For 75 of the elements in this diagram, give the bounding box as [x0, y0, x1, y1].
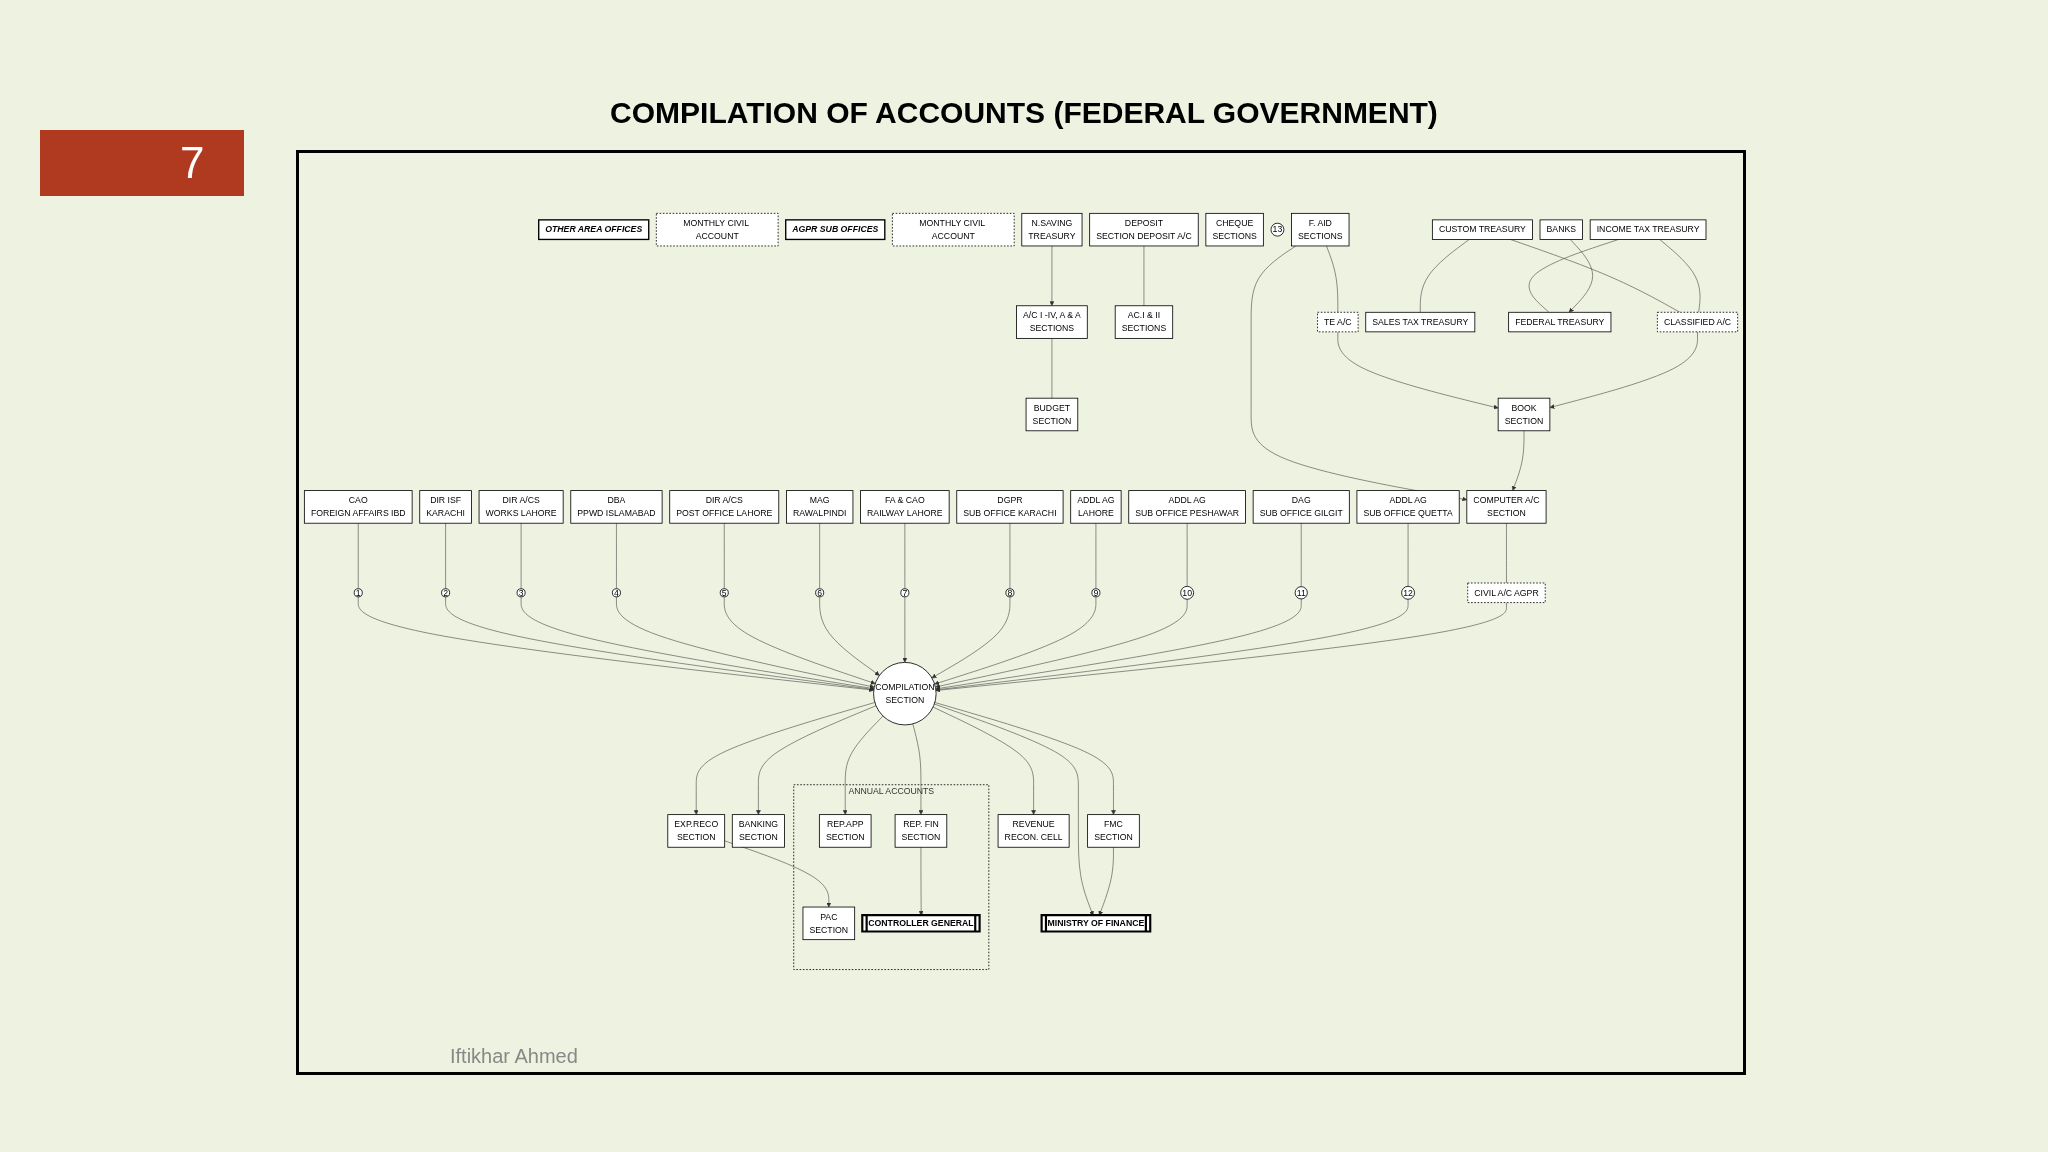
node-circle: 1	[353, 587, 363, 597]
node-box: SALES TAX TREASURY	[1365, 311, 1476, 332]
connector	[1506, 522, 1507, 583]
node-box: CIVIL A/C AGPR	[1467, 582, 1546, 603]
node-circle: 7	[900, 587, 910, 597]
node-box: AGPR SUB OFFICES	[785, 218, 886, 240]
slide-number: 7	[40, 130, 245, 196]
node-box: DIR A/CS POST OFFICE LAHORE	[669, 489, 780, 524]
node-box: DBA PPWD ISLAMABAD	[570, 489, 663, 524]
node-box: REP. FIN SECTION	[894, 813, 948, 848]
node-circle: 10	[1180, 585, 1194, 600]
author-name: Iftikhar Ahmed	[450, 1045, 578, 1068]
node-box: FEDERAL TREASURY	[1508, 311, 1612, 332]
node-box: FA & CAO RAILWAY LAHORE	[860, 489, 950, 524]
connector	[445, 522, 446, 589]
node-box: MONTHLY CIVIL ACCOUNT	[892, 212, 1015, 246]
node-circle: 3	[516, 587, 526, 597]
connector	[616, 522, 617, 589]
node-box: REP.APP SECTION	[818, 813, 872, 848]
connector	[1659, 238, 1701, 313]
node-box: OTHER AREA OFFICES	[538, 218, 650, 240]
node-circle: 5	[719, 587, 729, 597]
node-circle: 11	[1294, 585, 1308, 599]
node-box: N.SAVING TREASURY	[1021, 212, 1083, 246]
node-box: BANKS	[1539, 219, 1583, 240]
connector	[1326, 245, 1339, 313]
node-box: PAC SECTION	[802, 906, 856, 940]
node-circle: COMPILATION SECTION	[873, 661, 937, 725]
connector	[520, 522, 522, 589]
node-box: EXP.RECO SECTION	[667, 813, 726, 848]
connector	[1143, 245, 1145, 306]
node-box: INCOME TAX TREASURY	[1589, 219, 1707, 240]
connector	[1186, 522, 1188, 587]
node-circle: 4	[612, 587, 621, 597]
node-circle: 12	[1401, 585, 1415, 600]
node-box: FMC SECTION	[1087, 813, 1140, 848]
node-box: DIR A/CS WORKS LAHORE	[478, 489, 564, 524]
node-box: BANKING SECTION	[731, 813, 785, 848]
node-box: REVENUE RECON. CELL	[997, 813, 1070, 848]
node-box: CAO FOREIGN AFFAIRS IBD	[303, 489, 413, 524]
connector	[1009, 522, 1011, 589]
connector	[1095, 522, 1097, 589]
node-box: COMPUTER A/C SECTION	[1466, 489, 1547, 524]
node-circle: 8	[1005, 587, 1015, 597]
connector	[904, 522, 906, 589]
node-box: F. AID SECTIONS	[1291, 212, 1350, 246]
connector	[1300, 522, 1302, 587]
connector	[819, 522, 820, 589]
diagram-title: COMPILATION OF ACCOUNTS (FEDERAL GOVERNMENT)	[609, 96, 1439, 130]
node-box: A/C I -IV, A & A SECTIONS	[1016, 304, 1088, 339]
node-box: CLASSIFIED A/C	[1657, 311, 1739, 332]
node-box: MAG RAWALPINDI	[786, 489, 854, 524]
connector	[1407, 522, 1409, 587]
connector	[1420, 238, 1470, 313]
node-box: ADDL AG SUB OFFICE PESHAWAR	[1128, 489, 1246, 524]
node-circle: 6	[815, 587, 825, 597]
node-box: BOOK SECTION	[1497, 397, 1551, 431]
node-box: ADDL AG LAHORE	[1070, 489, 1122, 524]
connector	[1051, 337, 1053, 398]
node-box: DGPR SUB OFFICE KARACHI	[956, 489, 1064, 524]
node-circle: 13	[1270, 222, 1285, 237]
node-box: CHEQUE SECTIONS	[1205, 212, 1264, 246]
node-circle: 2	[441, 587, 451, 597]
node-box: DEPOSIT SECTION DEPOSIT A/C	[1089, 212, 1199, 246]
connector	[358, 522, 359, 589]
node-box: CUSTOM TREASURY	[1431, 219, 1533, 240]
node-box: DAG SUB OFFICE GILGIT	[1252, 489, 1350, 524]
node-box: TE A/C	[1317, 311, 1359, 332]
node-box: DIR ISF KARACHI	[419, 489, 472, 524]
node-box: ADDL AG SUB OFFICE QUETTA	[1356, 489, 1460, 524]
node-box: MONTHLY CIVIL ACCOUNT	[655, 212, 779, 246]
connector	[724, 522, 725, 589]
node-circle: 9	[1091, 587, 1101, 597]
node-box: AC.I & II SECTIONS	[1114, 304, 1174, 339]
node-box: BUDGET SECTION	[1025, 397, 1079, 431]
